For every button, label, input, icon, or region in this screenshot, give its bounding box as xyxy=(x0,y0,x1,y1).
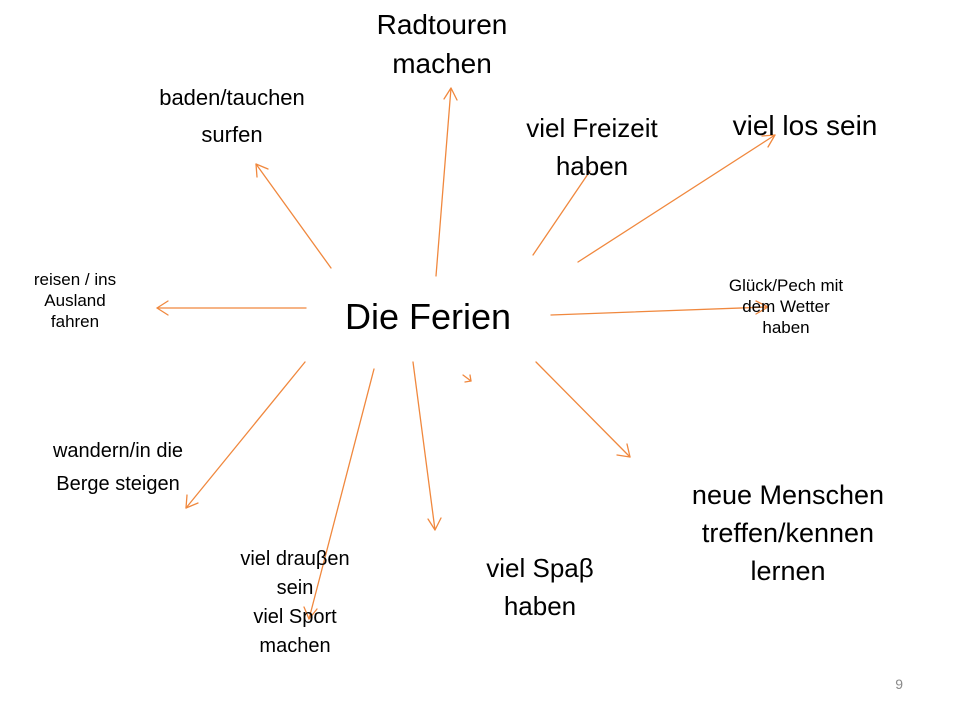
arrow-baden xyxy=(255,163,332,269)
arrow-spass xyxy=(412,361,442,531)
center-topic: Die Ferien xyxy=(345,296,512,337)
arrow-glueck xyxy=(550,300,769,316)
node-baden: baden/tauchen surfen xyxy=(159,85,305,147)
arrow-radtouren xyxy=(435,87,458,277)
node-wandern: wandern/in die Berge steigen xyxy=(52,440,184,495)
node-los: viel los sein xyxy=(732,110,878,141)
node-spass: viel Spaβ haben xyxy=(486,553,594,621)
arrow-draussen xyxy=(303,368,375,620)
node-reisen: reisen / ins Ausland fahren xyxy=(33,270,117,331)
arrow-menschen xyxy=(535,361,631,458)
arrow-small xyxy=(462,374,472,383)
arrow-reisen xyxy=(156,300,307,316)
node-radtouren: Radtouren machen xyxy=(376,9,508,79)
node-menschen: neue Menschen treffen/kennen lernen xyxy=(691,480,885,586)
node-glueck: Glück/Pech mit dem Wetter haben xyxy=(728,276,844,337)
arrow-freizeit xyxy=(532,170,591,256)
page-number: 9 xyxy=(895,676,903,692)
node-draussen: viel drauβen sein viel Sport machen xyxy=(240,548,350,657)
arrow-wandern xyxy=(185,361,306,509)
arrow-los xyxy=(577,134,776,263)
node-freizeit: viel Freizeit haben xyxy=(526,113,658,181)
